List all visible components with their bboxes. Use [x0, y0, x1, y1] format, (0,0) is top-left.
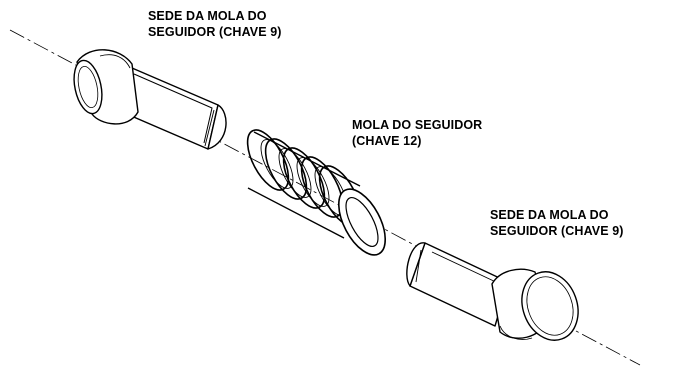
bottom-label-line-2: SEGUIDOR (CHAVE 9): [490, 224, 624, 238]
bottom-seat-head-face-rim: [526, 276, 574, 336]
follower-spring-label: MOLA DO SEGUIDOR (CHAVE 12): [352, 117, 482, 149]
spring-end-face-inner: [345, 197, 379, 247]
spring-end-face-outer: [338, 188, 386, 256]
top-seat-shaft-end-edge: [204, 109, 215, 147]
bottom-spring-seat: [406, 242, 579, 341]
spring-coil-2: [264, 138, 308, 200]
top-spring-seat: [73, 49, 227, 150]
spring-coil-4: [300, 156, 344, 218]
bottom-seat-head-chamfer: [499, 325, 533, 340]
middle-label-line-2: (CHAVE 12): [352, 134, 422, 148]
spring-coil-1: [246, 129, 290, 191]
spring-wire-inner-2: [278, 148, 312, 198]
top-seat-shaft-end: [207, 104, 227, 150]
follower-spring: [246, 129, 386, 256]
spring-coil-3: [282, 147, 326, 209]
bottom-spring-seat-label: SEDE DA MOLA DO SEGUIDOR (CHAVE 9): [490, 207, 624, 239]
top-seat-head-face-rim: [77, 65, 99, 109]
spring-wire-inner-1: [260, 139, 294, 189]
bottom-label-line-1: SEDE DA MOLA DO: [490, 208, 609, 222]
top-seat-head-chamfer: [99, 54, 131, 69]
bottom-seat-shaft-edge: [431, 251, 499, 284]
top-label-line-1: SEDE DA MOLA DO: [148, 9, 267, 23]
top-seat-shaft-flat: [133, 73, 213, 144]
top-spring-seat-label: SEDE DA MOLA DO SEGUIDOR (CHAVE 9): [148, 8, 282, 40]
top-label-line-2: SEGUIDOR (CHAVE 9): [148, 25, 282, 39]
spring-envelope-bottom: [247, 187, 345, 239]
middle-label-line-1: MOLA DO SEGUIDOR: [352, 118, 483, 132]
spring-wire-inner-3: [296, 157, 330, 207]
bottom-seat-shaft-edge-2: [415, 249, 422, 283]
